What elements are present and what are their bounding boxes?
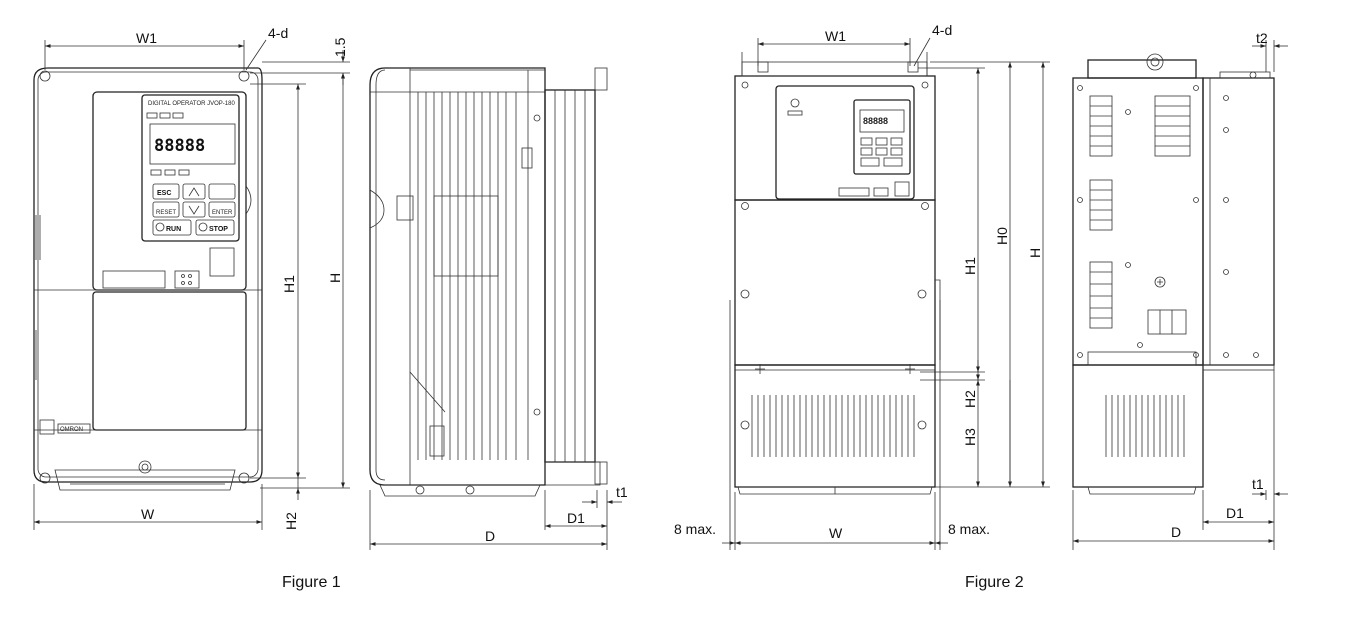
fig2-front-dimensions: W1 4-d H0 H1 H H2 H3 W 8 max. 8 max. — [674, 22, 1050, 550]
fig2-label-8max-right: 8 max. — [948, 521, 990, 537]
fig2-front-view: 88888 — [734, 52, 941, 495]
svg-text:RUN: RUN — [166, 226, 181, 233]
figure-1-caption: Figure 1 — [282, 574, 341, 591]
fig2-label-4d: 4-d — [932, 22, 952, 38]
fig2-label-H2: H2 — [962, 390, 978, 408]
fig2-label-W: W — [829, 525, 843, 541]
fig2-label-D: D — [1171, 524, 1181, 540]
fig2-label-H3: H3 — [962, 428, 978, 446]
svg-text:OMRON: OMRON — [60, 427, 83, 433]
fig1-label-W1: W1 — [136, 30, 157, 46]
fig1-label-t1: t1 — [616, 484, 628, 500]
fig2-side-dimensions: t2 t1 D1 D — [1072, 30, 1288, 550]
fig1-label-H2: H2 — [283, 512, 299, 530]
fig1-label-D1: D1 — [567, 510, 585, 526]
fig2-label-t2: t2 — [1256, 30, 1268, 46]
svg-text:ENTER: ENTER — [212, 210, 233, 216]
svg-text:STOP: STOP — [209, 226, 228, 233]
fig1-led-display: 88888 — [154, 136, 205, 156]
fig1-keypad: DIGITAL OPERATOR JVOP-180 88888 ESC RESE… — [141, 94, 240, 242]
fig1-front-dimensions: W1 4-d 1.5 H1 H H2 W — [33, 25, 350, 530]
fig1-front-view: DIGITAL OPERATOR JVOP-180 88888 ESC RESE… — [33, 67, 263, 491]
fig2-label-H0: H0 — [994, 227, 1010, 245]
fig2-label-t1: t1 — [1252, 476, 1264, 492]
svg-text:DIGITAL OPERATOR JVOP-180: DIGITAL OPERATOR JVOP-180 — [148, 101, 235, 107]
fig2-label-D1: D1 — [1226, 505, 1244, 521]
fig1-label-W: W — [141, 506, 155, 522]
fig1-label-H: H — [327, 273, 343, 283]
svg-text:88888: 88888 — [863, 116, 888, 126]
fig1-label-D: D — [485, 528, 495, 544]
fig2-keypad: 88888 — [853, 99, 911, 175]
fig2-label-H: H — [1027, 248, 1043, 258]
fig2-side-view — [1072, 53, 1275, 495]
fig2-label-H1: H1 — [962, 257, 978, 275]
fig2-label-W1: W1 — [825, 28, 846, 44]
figure-2-caption: Figure 2 — [965, 574, 1024, 591]
fig1-side-view — [369, 67, 608, 497]
fig1-label-H1: H1 — [281, 275, 297, 293]
fig1-label-4d: 4-d — [268, 25, 288, 41]
fig1-label-1-5: 1.5 — [332, 37, 348, 57]
fig2-label-8max-left: 8 max. — [674, 521, 716, 537]
svg-text:ESC: ESC — [157, 190, 171, 197]
svg-text:RESET: RESET — [156, 210, 176, 216]
fig1-side-dimensions: D D1 t1 — [369, 484, 628, 550]
